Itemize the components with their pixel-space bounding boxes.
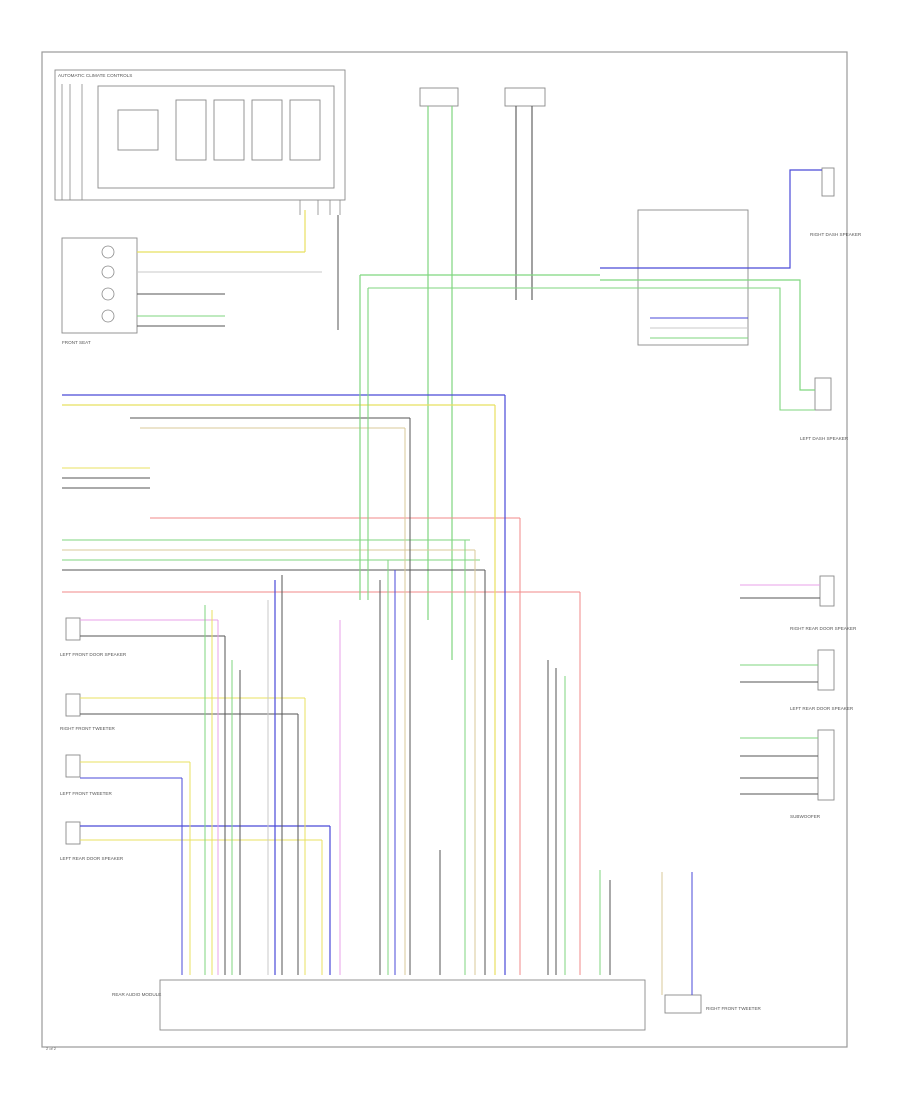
left-dash-speaker-label: LEFT DASH SPEAKER [800,436,849,441]
left-rear-door-speaker-label: LEFT REAR DOOR SPEAKER [790,706,854,711]
footer-text: 2 of 2 [46,1046,57,1051]
front-seat-module: FRONT SEAT [61,210,339,345]
right-speakers: RIGHT DASH SPEAKER LEFT DASH SPEAKER RIG… [600,167,862,819]
vertical-wires [181,395,611,975]
diagram-frame [41,51,848,1048]
right-front-tweeter-label: RIGHT FRONT TWEETER [60,726,116,731]
left-speakers: LEFT FRONT DOOR SPEAKER RIGHT FRONT TWEE… [60,617,127,861]
climate-control-module: AUTOMATIC CLIMATE CONTROLS [54,69,346,215]
right-dash-speaker-label: RIGHT DASH SPEAKER [810,232,862,237]
rear-audio-module-label: REAR AUDIO MODULE [112,992,161,997]
left-front-tweeter-label: LEFT FRONT TWEETER [60,791,112,796]
climate-control-label: AUTOMATIC CLIMATE CONTROLS [58,73,132,78]
right-front-tweeter-label-bottom: RIGHT FRONT TWEETER [706,1006,762,1011]
front-seat-label: FRONT SEAT [62,340,91,345]
right-rear-door-speaker-label: RIGHT REAR DOOR SPEAKER [790,626,857,631]
left-front-door-speaker-label: LEFT FRONT DOOR SPEAKER [60,652,127,657]
harness-lines [62,274,600,841]
subwoofer-label: SUBWOOFER [790,814,821,819]
radio-module: REAR AUDIO MODULE RIGHT FRONT TWEETER [112,872,762,1031]
top-connectors [419,87,546,660]
left-rear-door-speaker-label-left: LEFT REAR DOOR SPEAKER [60,856,124,861]
